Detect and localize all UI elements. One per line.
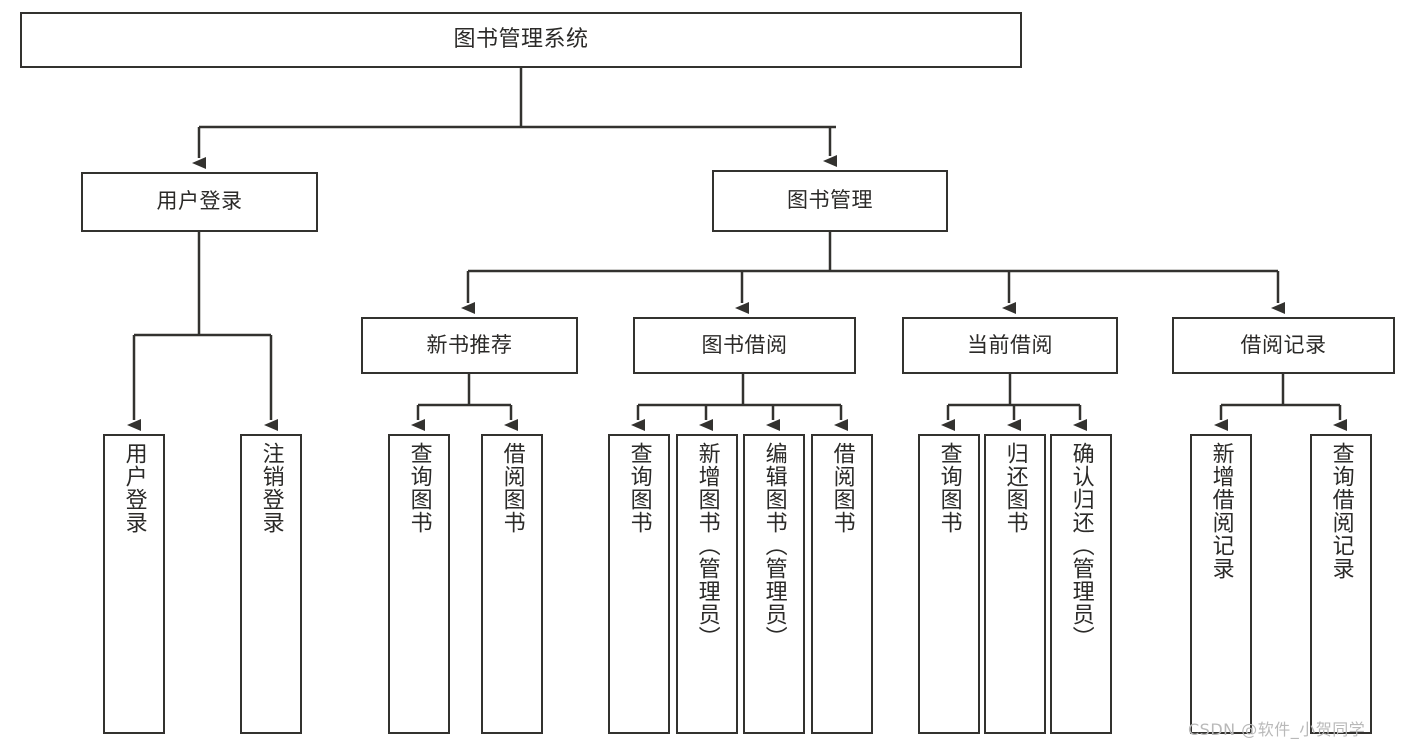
leaf-edit-book[interactable]: 编辑图书（管理员） xyxy=(743,434,805,734)
node-label: 新增图书（管理员） xyxy=(694,442,720,649)
node-book-borrow[interactable]: 图书借阅 xyxy=(633,317,856,374)
leaf-query-book-1[interactable]: 查询图书 xyxy=(388,434,450,734)
node-borrow-record[interactable]: 借阅记录 xyxy=(1172,317,1395,374)
node-new-book-recommend[interactable]: 新书推荐 xyxy=(361,317,578,374)
node-label: 借阅图书 xyxy=(499,442,525,534)
leaf-confirm-return[interactable]: 确认归还（管理员） xyxy=(1050,434,1112,734)
leaf-user-login[interactable]: 用户登录 xyxy=(103,434,165,734)
node-label: 图书管理 xyxy=(787,188,873,213)
leaf-add-book[interactable]: 新增图书（管理员） xyxy=(676,434,738,734)
node-label: 新增借阅记录 xyxy=(1208,442,1234,580)
node-label: 用户登录 xyxy=(156,189,243,214)
node-label: 新书推荐 xyxy=(426,332,513,357)
leaf-user-logout[interactable]: 注销登录 xyxy=(240,434,302,734)
node-label: 查询借阅记录 xyxy=(1328,442,1354,580)
node-label: 注销登录 xyxy=(258,442,284,534)
leaf-borrow-book-1[interactable]: 借阅图书 xyxy=(481,434,543,734)
node-label: 查询图书 xyxy=(936,442,962,534)
node-label: 借阅记录 xyxy=(1240,332,1327,357)
node-root-book-management-system[interactable]: 图书管理系统 xyxy=(20,12,1022,68)
leaf-return-book[interactable]: 归还图书 xyxy=(984,434,1046,734)
leaf-borrow-book-2[interactable]: 借阅图书 xyxy=(811,434,873,734)
node-label: 查询图书 xyxy=(406,442,432,534)
node-label: 查询图书 xyxy=(626,442,652,534)
node-label: 确认归还（管理员） xyxy=(1068,442,1094,649)
node-label: 借阅图书 xyxy=(829,442,855,534)
node-current-borrow[interactable]: 当前借阅 xyxy=(902,317,1118,374)
node-label: 图书借阅 xyxy=(701,332,788,357)
node-label: 归还图书 xyxy=(1002,442,1028,534)
node-label: 编辑图书（管理员） xyxy=(761,442,787,649)
leaf-query-book-3[interactable]: 查询图书 xyxy=(918,434,980,734)
leaf-add-record[interactable]: 新增借阅记录 xyxy=(1190,434,1252,734)
node-book-management[interactable]: 图书管理 xyxy=(712,170,948,232)
node-label: 图书管理系统 xyxy=(453,26,589,52)
node-user-login[interactable]: 用户登录 xyxy=(81,172,318,232)
leaf-query-book-2[interactable]: 查询图书 xyxy=(608,434,670,734)
node-label: 当前借阅 xyxy=(967,332,1053,357)
csdn-watermark: CSDN @软件_小贺同学 xyxy=(1188,720,1366,739)
leaf-query-record[interactable]: 查询借阅记录 xyxy=(1310,434,1372,734)
node-label: 用户登录 xyxy=(121,442,147,534)
